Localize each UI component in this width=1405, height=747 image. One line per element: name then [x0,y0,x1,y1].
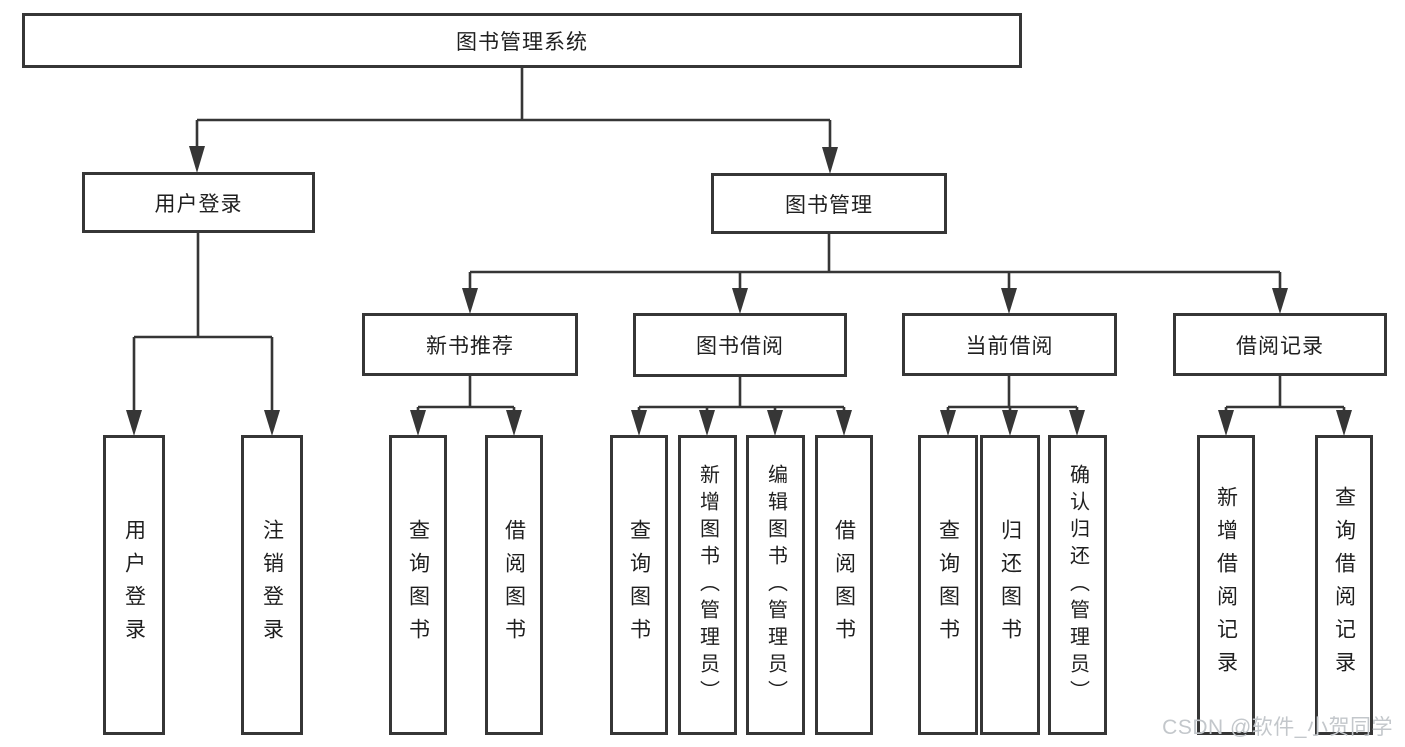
leaf-query-books-current: 查询图书 [918,435,978,735]
leaf-add-book-admin: 新增图书（管理员） [678,435,737,735]
node-user-login: 用户登录 [82,172,315,233]
leaf-borrow-books: 借阅图书 [815,435,873,735]
leaf-logout-label: 注销登录 [260,519,284,651]
node-book-borrow: 图书借阅 [633,313,847,377]
node-new-book-recommend-label: 新书推荐 [426,334,514,358]
node-book-management: 图书管理 [711,173,947,234]
node-book-borrow-label: 图书借阅 [696,335,784,358]
leaf-borrow-books-recommend-label: 借阅图书 [502,519,526,651]
leaf-return-books-label: 归还图书 [998,519,1022,651]
leaf-user-login: 用户登录 [103,435,165,735]
node-root-label: 图书管理系统 [456,30,588,54]
leaf-query-books-current-label: 查询图书 [936,519,960,651]
leaf-add-borrow-record-label: 新增借阅记录 [1214,486,1238,684]
node-book-management-label: 图书管理 [785,193,873,217]
leaf-query-books-borrow: 查询图书 [610,435,668,735]
leaf-confirm-return-admin: 确认归还（管理员） [1048,435,1107,735]
leaf-confirm-return-admin-label: 确认归还（管理员） [1066,463,1089,707]
leaf-borrow-books-recommend: 借阅图书 [485,435,543,735]
leaf-query-books-recommend: 查询图书 [389,435,447,735]
leaf-return-books: 归还图书 [980,435,1040,735]
node-new-book-recommend: 新书推荐 [362,313,578,376]
node-root: 图书管理系统 [22,13,1022,68]
node-current-borrow-label: 当前借阅 [965,334,1054,358]
leaf-edit-book-admin-label: 编辑图书（管理员） [764,463,787,707]
leaf-edit-book-admin: 编辑图书（管理员） [746,435,805,735]
leaf-borrow-books-label: 借阅图书 [832,519,856,651]
node-borrow-records: 借阅记录 [1173,313,1387,376]
leaf-query-books-borrow-label: 查询图书 [627,519,651,651]
leaf-add-borrow-record: 新增借阅记录 [1197,435,1255,735]
leaf-add-book-admin-label: 新增图书（管理员） [696,463,719,707]
node-borrow-records-label: 借阅记录 [1236,334,1324,358]
node-user-login-label: 用户登录 [154,192,243,216]
leaf-query-borrow-record: 查询借阅记录 [1315,435,1373,735]
leaf-query-books-recommend-label: 查询图书 [406,519,430,651]
watermark: CSDN @软件_小贺同学 [1162,716,1393,739]
leaf-logout: 注销登录 [241,435,303,735]
leaf-query-borrow-record-label: 查询借阅记录 [1332,486,1356,684]
node-current-borrow: 当前借阅 [902,313,1117,376]
leaf-user-login-label: 用户登录 [122,519,146,651]
